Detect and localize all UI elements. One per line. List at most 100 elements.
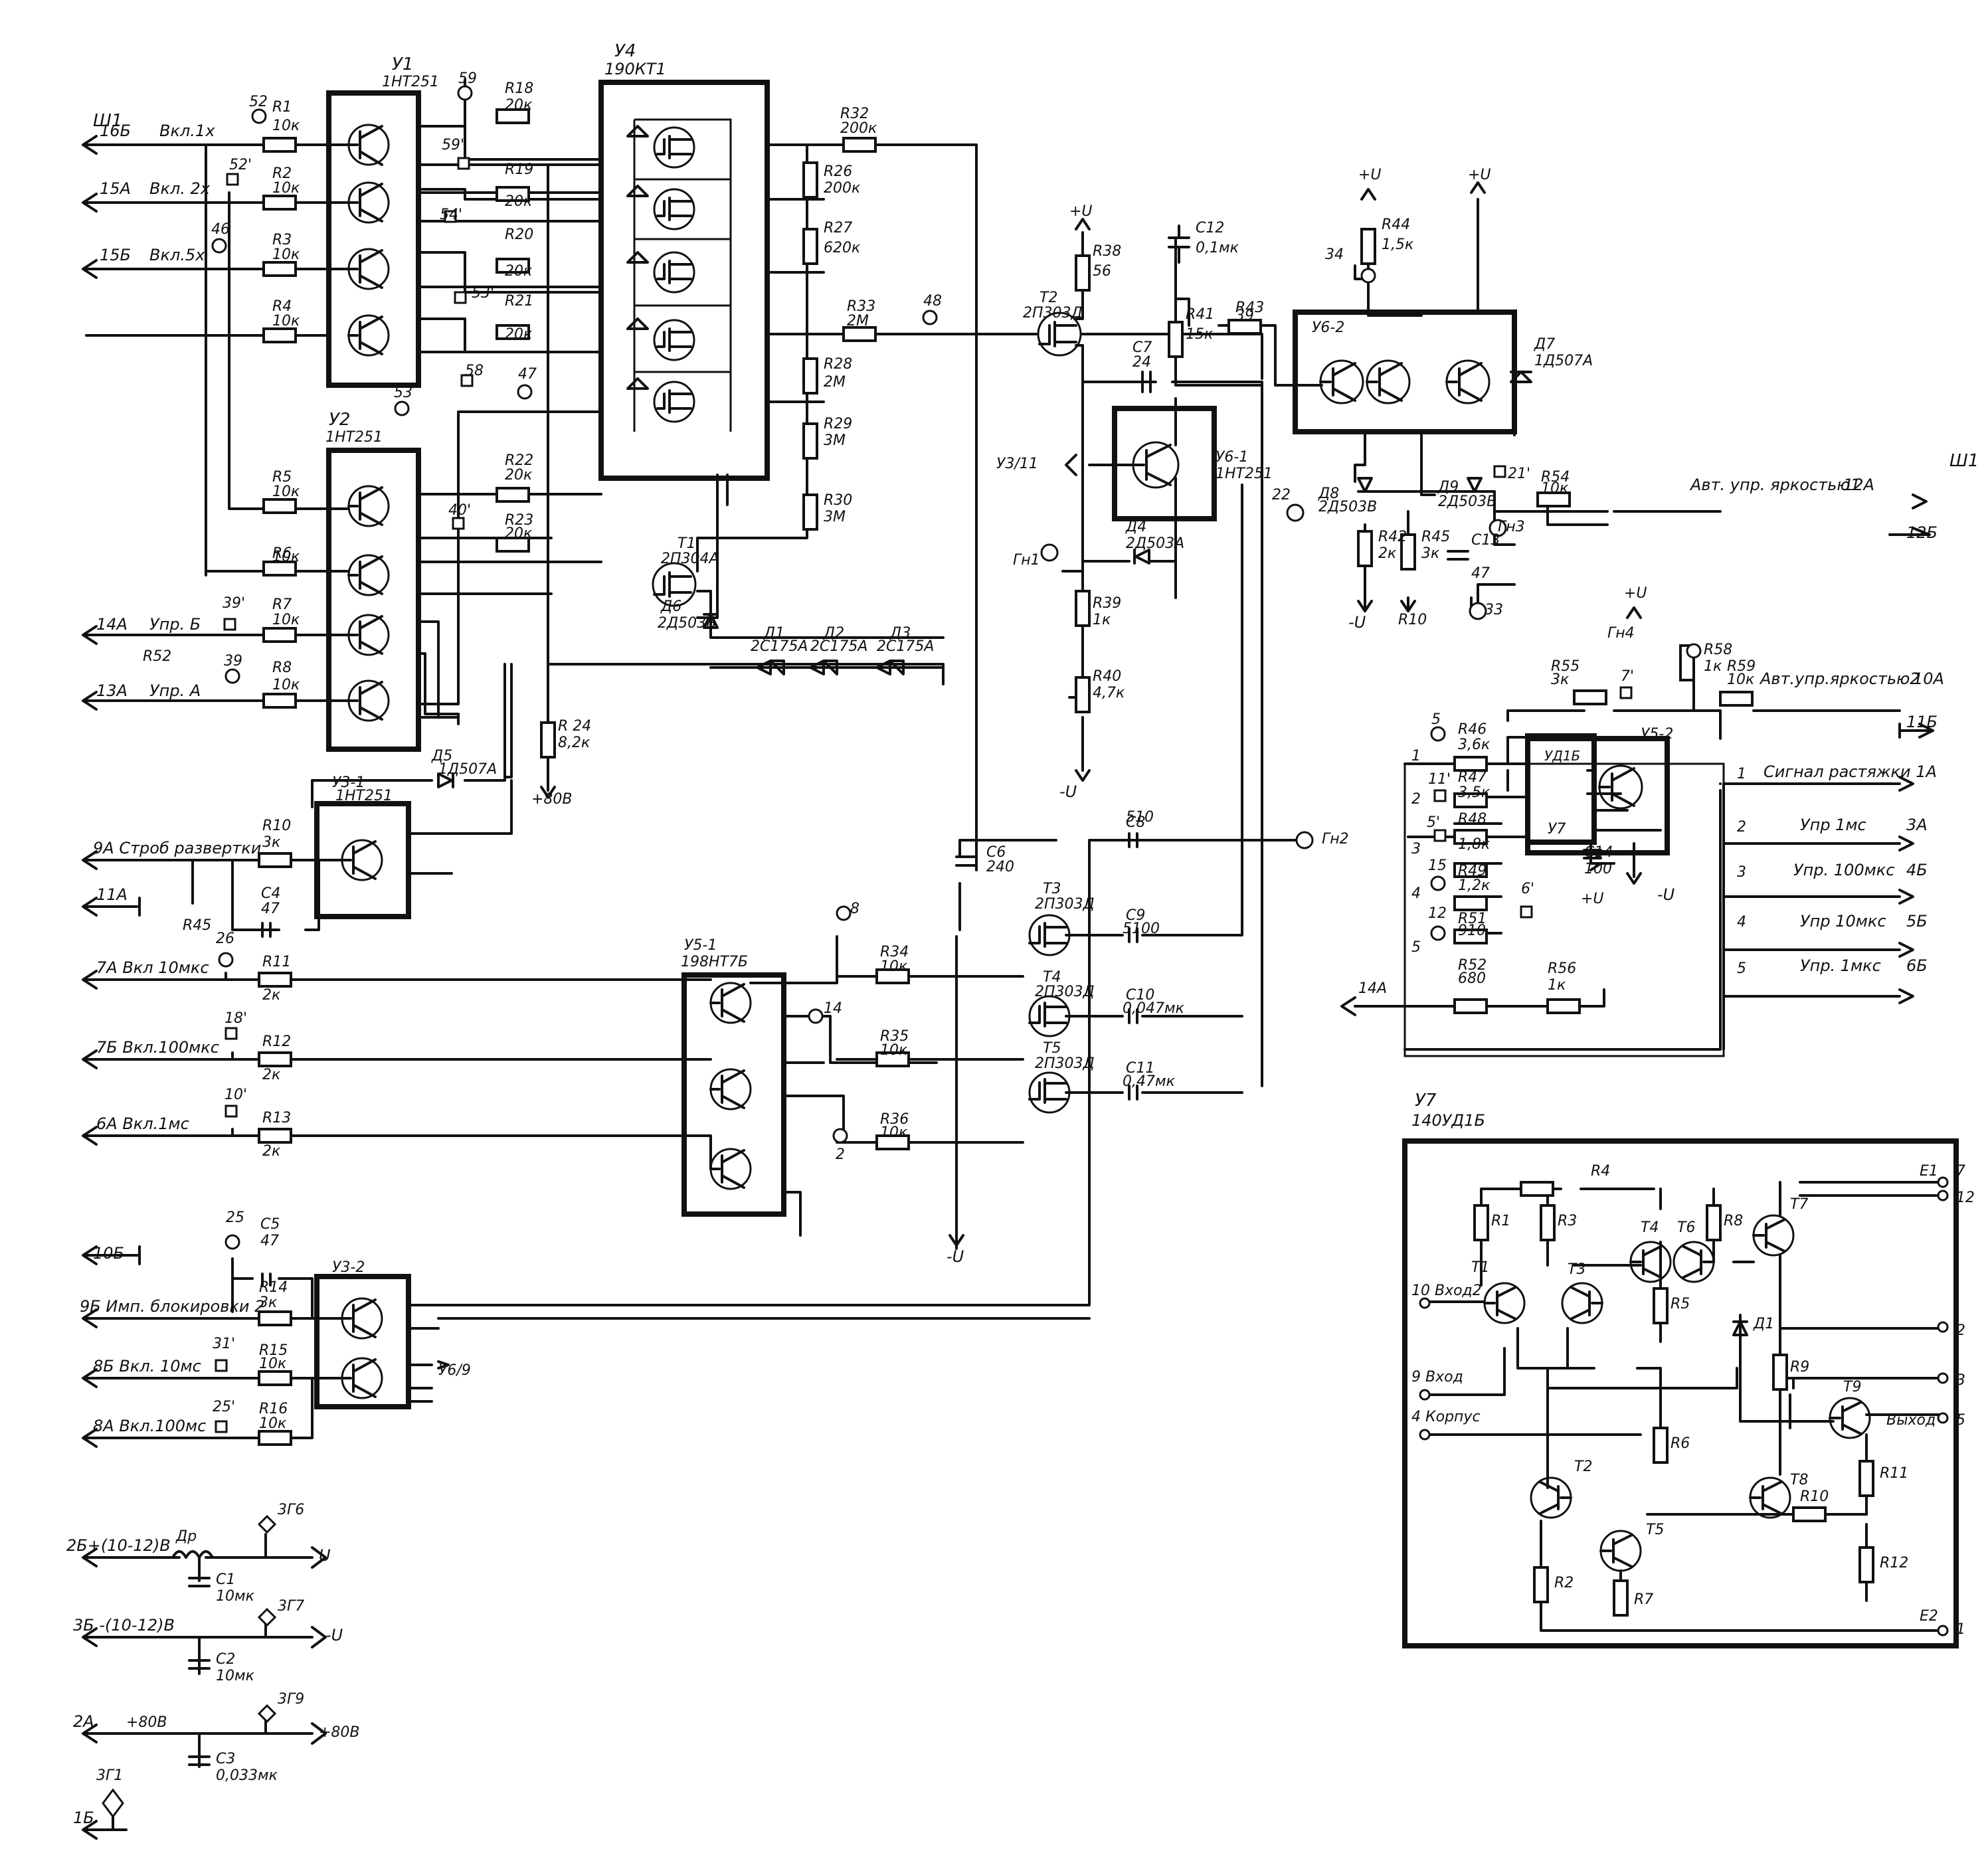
label-r19: R19	[505, 161, 533, 178]
label-r5: R5	[272, 469, 292, 486]
label-out-10a: 10А	[1913, 669, 1944, 688]
label-u61p: 1НТ251	[1216, 466, 1273, 482]
label-r16: R16	[259, 1401, 288, 1417]
label-out-5b-c: 5Б	[1906, 912, 1928, 931]
label-c9: С9	[1126, 907, 1145, 924]
label-u7-out: Выход	[1886, 1412, 1936, 1429]
label-sh1-right: Ш1	[1949, 451, 1979, 471]
label-r20: R20	[505, 226, 533, 243]
label-u7-t9: Т9	[1843, 1379, 1861, 1395]
label-r12: R12	[262, 1033, 291, 1050]
label-d4: Д4	[1125, 519, 1146, 535]
label-t3p: 2П303Д	[1035, 896, 1095, 913]
label-r7: R7	[272, 596, 292, 613]
label-u31: У3-1	[332, 774, 365, 791]
label-r44: R44	[1382, 217, 1410, 233]
label-c13v: 47	[1471, 565, 1490, 582]
label-u611: У3/11	[996, 456, 1038, 472]
label-t5p: 2П303Д	[1035, 1055, 1095, 1072]
label-ud1b: УД1Б	[1544, 748, 1580, 764]
label-r41: R41	[1186, 306, 1214, 323]
label-in-8a: 8А Вкл.100мс	[93, 1417, 206, 1435]
label-out-avt2: Авт.упр.яркостью2	[1759, 669, 1920, 688]
label-r55: R55	[1551, 658, 1580, 675]
label-plus-u-4: +U	[1624, 585, 1647, 602]
label-in-15b: 15Б	[100, 246, 131, 264]
label-in-14a-r: 14А	[1358, 980, 1387, 997]
label-r43v: 39	[1235, 308, 1254, 324]
label-c14v: 100	[1584, 861, 1612, 877]
label-t4: Т4	[1043, 969, 1061, 986]
label-c3v: 0,033мк	[216, 1767, 278, 1784]
label-t5: Т5	[1043, 1040, 1061, 1057]
label-tp-33: 33	[1485, 602, 1503, 618]
label-tp-53: 53	[394, 385, 412, 401]
label-out-4b: Упр. 100мкс	[1793, 861, 1894, 879]
label-r11v: 2к	[262, 987, 281, 1004]
label-r23: R23	[505, 512, 533, 529]
label-in-13a: 13А	[96, 681, 128, 700]
label-r51: R51	[1458, 911, 1487, 927]
label-r54: R54	[1541, 469, 1570, 486]
label-r42v: 2к	[1378, 545, 1397, 562]
label-tp-25p: 25'	[213, 1399, 235, 1415]
label-out-4b-n: 3	[1737, 864, 1746, 881]
label-d5: Д5	[431, 748, 452, 764]
label-tp-52p: 52'	[229, 157, 252, 173]
label-tp-59p: 59'	[442, 137, 464, 153]
label-in-9a: 9А Строб развертки	[93, 839, 261, 857]
label-d4p: 2Д503А	[1126, 535, 1184, 552]
label-gn4: Гн4	[1607, 625, 1635, 642]
label-tp-5p: 5'	[1427, 814, 1440, 831]
label-u7-p12: 12	[1956, 1190, 1975, 1206]
label-u7-t6: Т6	[1677, 1219, 1695, 1236]
label-r36: R36	[880, 1111, 909, 1128]
label-tp-25: 25	[226, 1209, 244, 1226]
label-r27: R27	[824, 220, 852, 236]
label-r39v: 1к	[1093, 612, 1111, 628]
label-r54v: 10к	[1541, 480, 1569, 497]
label-sw3: 3	[1411, 841, 1421, 857]
label-u7-e1: Е1	[1920, 1163, 1938, 1180]
label-u7-r11: R11	[1880, 1465, 1908, 1482]
label-tp-26: 26	[216, 931, 234, 947]
label-tp-40p: 40'	[448, 502, 471, 519]
label-out-12a: 12А	[1843, 476, 1874, 494]
label-u7-p3: 3	[1956, 1372, 1965, 1389]
label-gn2: Гн2	[1322, 831, 1349, 847]
label-r47: R47	[1458, 769, 1487, 786]
label-r15v: 10к	[259, 1356, 287, 1372]
label-r3v: 10к	[272, 246, 300, 263]
label-out-3a-c: 3А	[1906, 816, 1928, 834]
label-u7-p7: 7	[1956, 1163, 1965, 1180]
label-sw4: 4	[1411, 885, 1421, 902]
label-r56: R56	[1548, 960, 1576, 977]
label-in-vkl2x: Вкл. 2х	[149, 179, 211, 198]
label-tp-2: 2	[836, 1146, 845, 1163]
label-v80-a: +80В	[126, 1714, 167, 1731]
label-d8p: 2Д503В	[1318, 499, 1377, 515]
ic-blocks	[314, 80, 1959, 1648]
label-r14: R14	[259, 1279, 288, 1296]
label-r56v: 1к	[1548, 977, 1566, 994]
label-r59: R59	[1727, 658, 1756, 675]
label-tp-59: 59	[458, 70, 477, 87]
label-r33v: 2М	[847, 313, 869, 329]
label-c10v: 0,047мк	[1123, 1000, 1185, 1017]
label-u7-title: У7	[1415, 1091, 1437, 1110]
label-r41v: 15к	[1186, 326, 1214, 343]
label-r1v: 10к	[272, 118, 300, 134]
label-r1: R1	[272, 99, 292, 116]
label-t2p: 2П303Д	[1023, 305, 1083, 321]
label-r16v: 10к	[259, 1415, 287, 1432]
label-r49v: 1,2к	[1458, 877, 1491, 894]
label-out-3a-n: 1	[1737, 766, 1746, 782]
label-r45v: 3к	[1421, 545, 1440, 562]
label-r21v: 20к	[505, 326, 533, 343]
label-tp-18p: 18'	[225, 1010, 247, 1027]
label-d1p: 2С175А	[751, 638, 808, 655]
label-c14: С14	[1584, 844, 1613, 861]
label-in-upra: Упр. А	[149, 681, 201, 700]
label-d8: Д8	[1318, 486, 1339, 502]
